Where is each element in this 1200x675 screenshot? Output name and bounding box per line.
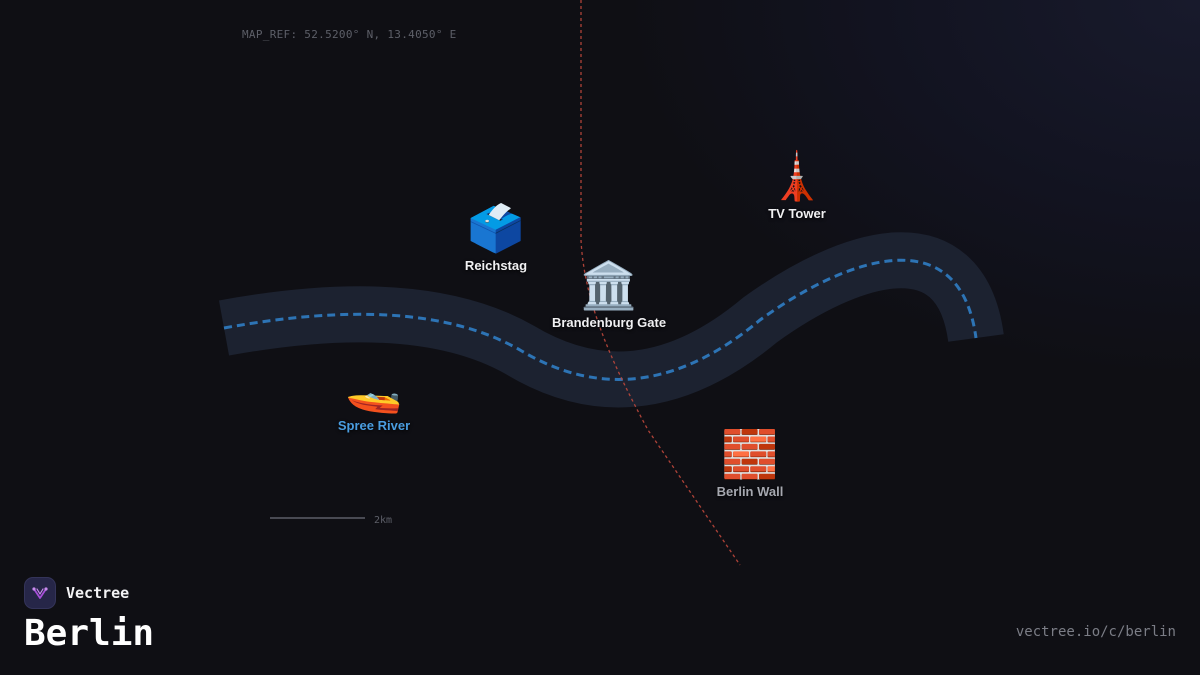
speedboat-icon: 🚤 xyxy=(345,361,403,415)
classical-building-icon: 🏛️ xyxy=(580,258,638,312)
city-title: Berlin xyxy=(24,613,155,654)
poi-label: TV Tower xyxy=(768,206,826,221)
poi-label: Brandenburg Gate xyxy=(551,315,667,330)
poi-label: Berlin Wall xyxy=(716,484,784,499)
brand[interactable]: Vectree xyxy=(24,577,129,609)
poi-reichstag[interactable]: 🗳️ Reichstag xyxy=(465,202,527,273)
map-reference-coordinates: MAP_REF: 52.5200° N, 13.4050° E xyxy=(242,28,457,41)
poi-label: Spree River xyxy=(337,418,411,433)
vectree-logo-icon xyxy=(24,577,56,609)
site-url[interactable]: vectree.io/c/berlin xyxy=(1015,624,1176,640)
brand-name: Vectree xyxy=(66,584,130,602)
poi-spree-river[interactable]: 🚤 Spree River xyxy=(338,362,410,433)
poi-berlin-wall[interactable]: 🧱 Berlin Wall xyxy=(717,428,784,499)
berlin-wall-line xyxy=(580,0,741,566)
poi-brandenburg-gate[interactable]: 🏛️ Brandenburg Gate xyxy=(552,259,666,330)
spree-river-line xyxy=(223,258,978,381)
poi-label: Reichstag xyxy=(464,258,528,273)
brick-icon: 🧱 xyxy=(721,427,779,481)
poi-tv-tower[interactable]: 🗼 TV Tower xyxy=(768,150,826,221)
ballot-box-icon: 🗳️ xyxy=(467,201,525,255)
tower-icon: 🗼 xyxy=(768,149,826,203)
scale-label: 2km xyxy=(374,515,393,526)
